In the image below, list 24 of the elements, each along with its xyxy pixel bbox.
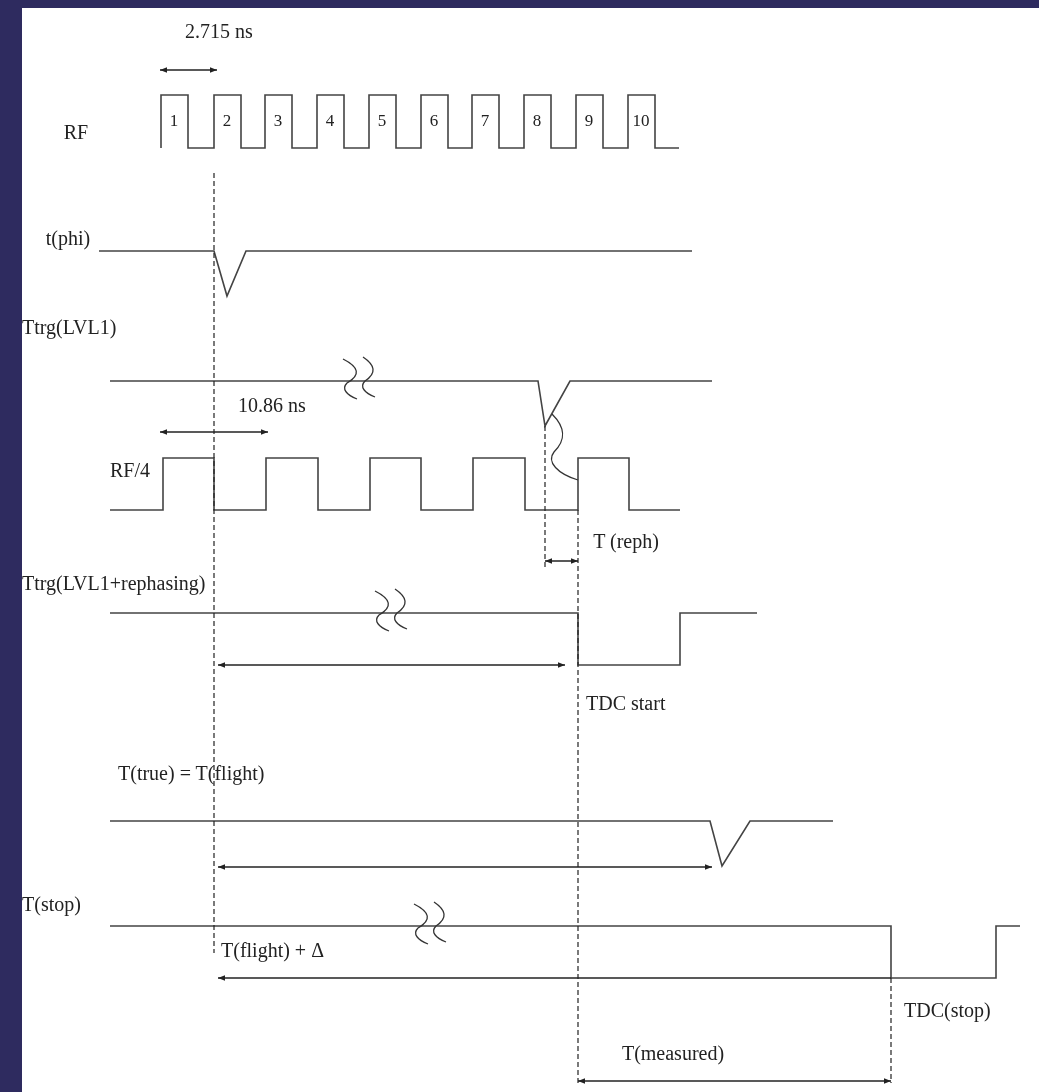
pulse-number: 1 (169, 111, 179, 131)
pulse-number: 9 (584, 111, 594, 131)
pulse-number: 4 (325, 111, 335, 131)
pulse-number: 8 (532, 111, 542, 131)
dimension-label: T(measured) (621, 1042, 725, 1064)
dimension-label: T(flight) + Δ (221, 939, 324, 961)
signal-name: Ttrg(LVL1) (22, 316, 117, 338)
pulse-number: 10 (632, 111, 650, 131)
signal-name: RF/4 (110, 459, 151, 481)
dimension-label: 2.715 ns (185, 20, 253, 42)
pulse-number: 3 (273, 111, 283, 131)
pulse-number: 2 (222, 111, 232, 131)
signal-name: t(phi) (45, 227, 91, 249)
event-label: TDC start (586, 692, 666, 714)
dimension-label: T (reph) (593, 530, 659, 552)
event-label: TDC(stop) (904, 999, 991, 1021)
signal-name: T(true) = T(flight) (118, 762, 265, 784)
signal-name: T(stop) (22, 893, 81, 915)
dimension-label: 10.86 ns (238, 394, 306, 416)
pulse-number: 5 (377, 111, 387, 131)
signal-name: Ttrg(LVL1+rephasing) (22, 572, 206, 594)
pulse-number: 6 (429, 111, 439, 131)
signal-name: RF (63, 121, 89, 143)
pulse-number: 7 (480, 111, 490, 131)
